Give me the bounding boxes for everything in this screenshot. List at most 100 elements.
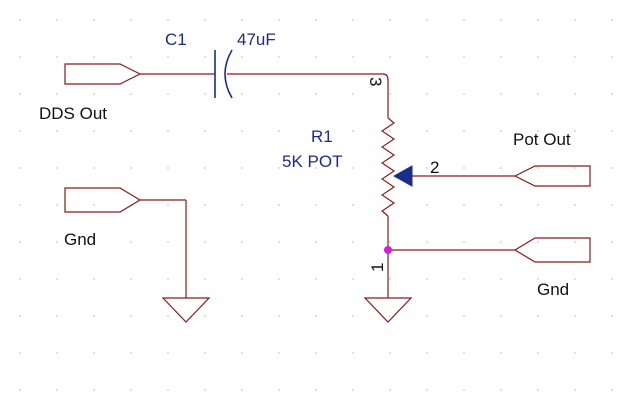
grid-dot	[19, 241, 21, 243]
potentiometer-r1[interactable]	[380, 117, 396, 217]
grid-dot	[19, 167, 21, 169]
grid-dot	[537, 389, 539, 391]
grid-dot	[463, 352, 465, 354]
grid-dot	[241, 389, 243, 391]
grid-dot	[204, 352, 206, 354]
grid-dot	[500, 315, 502, 317]
grid-dot	[278, 19, 280, 21]
grid-dot	[56, 278, 58, 280]
grid-dot	[426, 241, 428, 243]
grid-dot	[426, 167, 428, 169]
grid-dot	[56, 204, 58, 206]
gnd-right-port[interactable]	[513, 237, 591, 263]
grid-dot	[611, 278, 613, 280]
gnd-left-label: Gnd	[64, 230, 96, 249]
grid-dot	[278, 278, 280, 280]
gnd-right-label: Gnd	[537, 280, 569, 299]
grid-dot	[426, 93, 428, 95]
grid-dot	[574, 278, 576, 280]
grid-dot	[389, 130, 391, 132]
grid-dot	[315, 352, 317, 354]
grid-dot	[93, 130, 95, 132]
grid-dot	[352, 278, 354, 280]
grid-dot	[500, 93, 502, 95]
grid-dot	[204, 204, 206, 206]
grid-dot	[241, 352, 243, 354]
grid-dot	[167, 167, 169, 169]
grid-dot	[19, 204, 21, 206]
grid-dot	[426, 204, 428, 206]
grid-dot	[93, 56, 95, 58]
grid-dot	[19, 352, 21, 354]
grid-dot	[278, 167, 280, 169]
grid-dot	[611, 241, 613, 243]
grid-dot	[574, 389, 576, 391]
grid-dot	[537, 315, 539, 317]
grid-dot	[426, 130, 428, 132]
grid-dot	[130, 130, 132, 132]
grid-dot	[611, 204, 613, 206]
gnd-left-port[interactable]	[64, 187, 142, 213]
grid-dot	[278, 93, 280, 95]
grid-dot	[611, 389, 613, 391]
grid-dot	[167, 19, 169, 21]
grid-dot	[204, 241, 206, 243]
capacitor-c1[interactable]	[214, 49, 233, 99]
grid-dot	[463, 278, 465, 280]
grid-dot	[19, 130, 21, 132]
grid-dot	[93, 241, 95, 243]
grid-dot	[19, 389, 21, 391]
grid-dot	[426, 389, 428, 391]
grid-dot	[611, 130, 613, 132]
grid-dot	[574, 56, 576, 58]
grid-dot	[93, 167, 95, 169]
grid-dot	[93, 19, 95, 21]
grid-dot	[204, 19, 206, 21]
grid-dot	[19, 278, 21, 280]
grid-dot	[315, 167, 317, 169]
grid-dot	[315, 93, 317, 95]
grid-dot	[130, 241, 132, 243]
grid-dot	[278, 130, 280, 132]
ground-symbol-center-icon	[363, 297, 413, 323]
grid-dot	[574, 93, 576, 95]
pot-out-label: Pot Out	[513, 130, 571, 149]
grid-dot	[352, 56, 354, 58]
grid-dot	[241, 315, 243, 317]
grid-dot	[167, 352, 169, 354]
pot-pin1-label: 1	[368, 263, 387, 272]
grid-dot	[500, 19, 502, 21]
grid-dot	[167, 130, 169, 132]
capacitor-ref-label: C1	[165, 30, 187, 49]
grid-dot	[204, 278, 206, 280]
grid-dot	[167, 389, 169, 391]
grid-dot	[352, 389, 354, 391]
grid-dot	[426, 19, 428, 21]
grid-dot	[389, 93, 391, 95]
dds-out-port[interactable]	[64, 63, 142, 85]
grid-dot	[463, 315, 465, 317]
grid-dot	[611, 19, 613, 21]
pot-ref-label: R1	[311, 127, 333, 146]
grid-dot	[241, 278, 243, 280]
grid-dots	[19, 19, 613, 391]
grid-dot	[426, 56, 428, 58]
grid-dot	[315, 204, 317, 206]
grid-dot	[241, 93, 243, 95]
grid-dot	[130, 167, 132, 169]
grid-dot	[611, 93, 613, 95]
grid-dot	[278, 315, 280, 317]
grid-dot	[204, 93, 206, 95]
grid-dot	[278, 241, 280, 243]
pot-out-port[interactable]	[513, 165, 591, 187]
grid-dot	[56, 130, 58, 132]
grid-dot	[130, 93, 132, 95]
grid-dot	[500, 204, 502, 206]
grid-dot	[167, 56, 169, 58]
grid-dot	[93, 352, 95, 354]
grid-dot	[389, 389, 391, 391]
grid-dot	[463, 204, 465, 206]
grid-dot	[56, 241, 58, 243]
grid-dot	[574, 315, 576, 317]
